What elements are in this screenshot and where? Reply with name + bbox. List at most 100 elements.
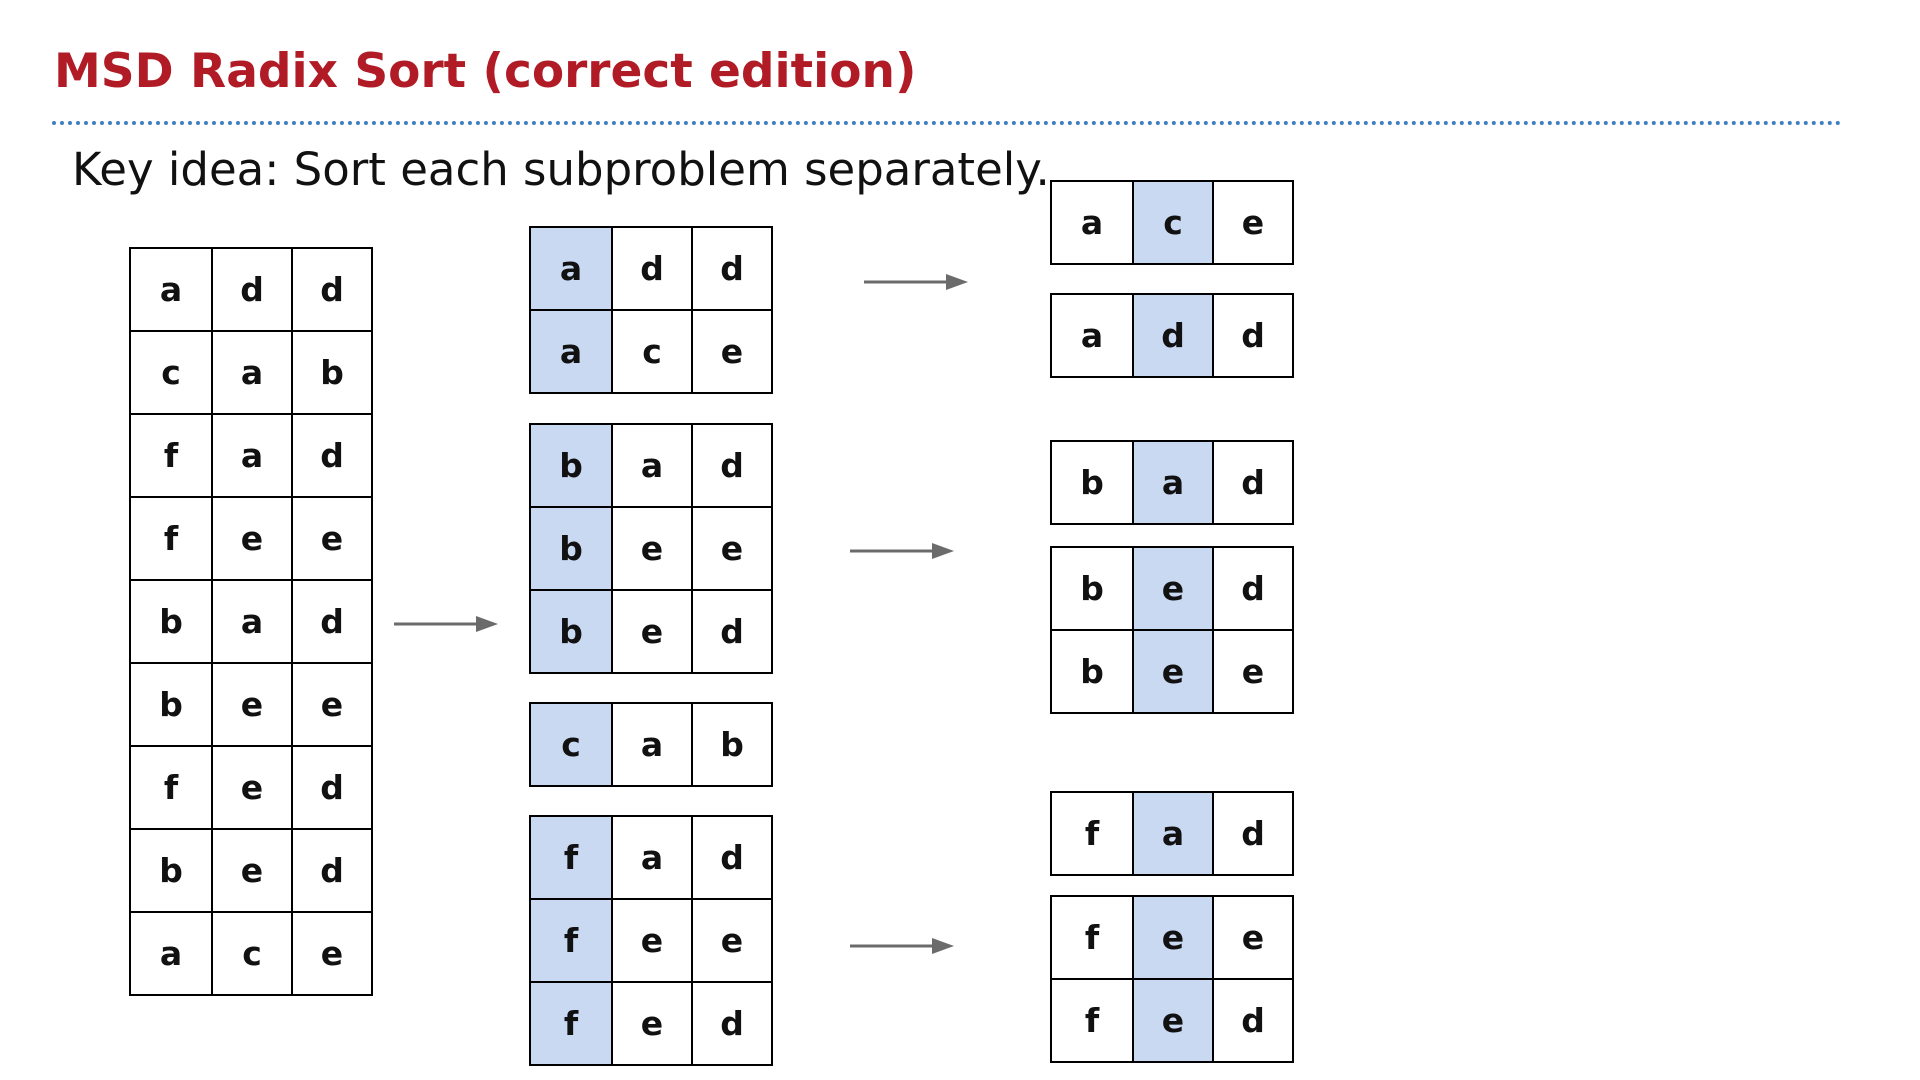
char-cell: e xyxy=(691,508,771,589)
char-cell: f xyxy=(531,900,611,981)
char-cell: e xyxy=(291,664,371,745)
arrow-icon xyxy=(850,543,954,559)
char-cell: e xyxy=(691,900,771,981)
char-cell: d xyxy=(1212,295,1292,376)
char-cell: e xyxy=(611,983,691,1064)
char-cell: d xyxy=(291,830,371,911)
char-cell: f xyxy=(163,768,179,807)
char-cell: d xyxy=(1132,295,1212,376)
char-cell: e xyxy=(611,900,691,981)
char-cell: a xyxy=(531,311,611,392)
char-cell: d xyxy=(691,817,771,898)
char-cell: a xyxy=(611,425,691,506)
char-cell: e xyxy=(1132,548,1212,629)
char-cell: e xyxy=(211,830,291,911)
char-cell: e xyxy=(1132,897,1212,978)
char-cell: f xyxy=(531,817,611,898)
char-cell: d xyxy=(1212,442,1292,523)
char-cell: b xyxy=(531,591,611,672)
char-cell: e xyxy=(1212,897,1292,978)
char-cell: a xyxy=(611,704,691,785)
char-cell: d xyxy=(1212,793,1292,874)
char-cell: a xyxy=(1080,316,1104,355)
char-cell: f xyxy=(1084,918,1100,957)
char-cell: a xyxy=(1132,793,1212,874)
char-cell: e xyxy=(211,747,291,828)
char-cell: e xyxy=(291,498,371,579)
char-cell: a xyxy=(211,415,291,496)
page-title: MSD Radix Sort (correct edition) xyxy=(54,44,917,99)
key-idea-text: Key idea: Sort each subproblem separatel… xyxy=(72,143,1050,196)
char-cell: d xyxy=(291,747,371,828)
char-cell: e xyxy=(291,913,371,994)
char-cell: a xyxy=(159,934,183,973)
char-cell: d xyxy=(1212,548,1292,629)
char-cell: b xyxy=(531,508,611,589)
char-cell: d xyxy=(691,591,771,672)
char-cell: a xyxy=(611,817,691,898)
char-cell: e xyxy=(211,498,291,579)
char-cell: e xyxy=(1132,631,1212,712)
char-cell: c xyxy=(161,353,181,392)
char-cell: d xyxy=(1212,980,1292,1061)
char-cell: a xyxy=(531,228,611,309)
char-cell: b xyxy=(159,851,183,890)
char-cell: b xyxy=(531,425,611,506)
char-cell: a xyxy=(211,581,291,662)
char-cell: d xyxy=(691,983,771,1064)
char-cell: d xyxy=(691,228,771,309)
char-cell: b xyxy=(291,332,371,413)
arrow-icon xyxy=(850,938,954,954)
char-cell: f xyxy=(163,519,179,558)
char-cell: b xyxy=(1080,569,1104,608)
char-cell: f xyxy=(163,436,179,475)
char-cell: e xyxy=(611,591,691,672)
char-cell: e xyxy=(691,311,771,392)
char-cell: a xyxy=(1132,442,1212,523)
char-cell: d xyxy=(291,415,371,496)
char-cell: c xyxy=(1132,182,1212,263)
arrow-icon xyxy=(394,616,498,632)
char-cell: d xyxy=(211,249,291,330)
char-cell: d xyxy=(291,581,371,662)
char-cell: f xyxy=(1084,1001,1100,1040)
char-cell: f xyxy=(1084,814,1100,853)
char-cell: e xyxy=(611,508,691,589)
char-cell: e xyxy=(1212,182,1292,263)
char-cell: b xyxy=(691,704,771,785)
char-cell: b xyxy=(1080,463,1104,502)
char-cell: d xyxy=(611,228,691,309)
char-cell: c xyxy=(211,913,291,994)
char-cell: f xyxy=(531,983,611,1064)
